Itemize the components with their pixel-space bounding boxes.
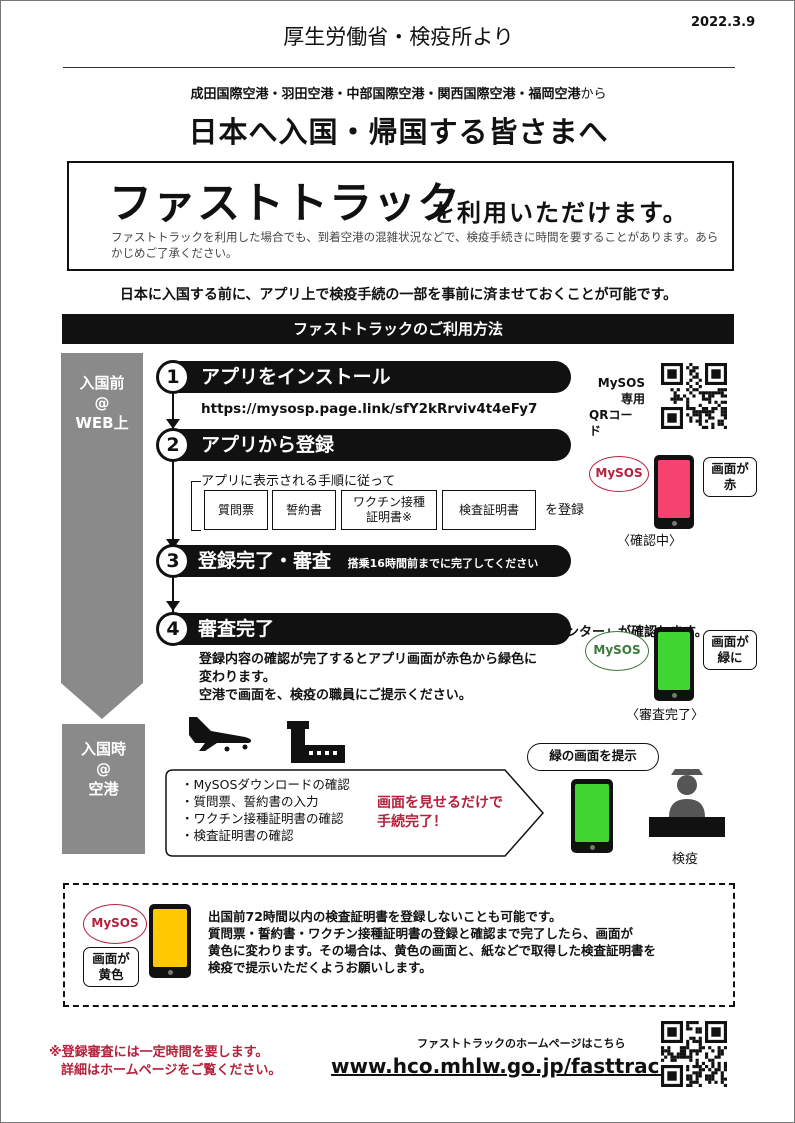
qr-label-2: 専用 bbox=[620, 392, 645, 406]
connector-2-3 bbox=[172, 459, 174, 551]
homepage-label: ファストトラックのホームページはこちら bbox=[417, 1037, 626, 1050]
phone-green-show-icon bbox=[571, 779, 613, 853]
qr-code-homepage[interactable] bbox=[661, 1021, 727, 1087]
phone-red-icon bbox=[654, 455, 694, 529]
footer-note-1: ※登録審査には一定時間を要します。 bbox=[49, 1045, 269, 1060]
step-3-bar: 登録完了・審査 搭乗16時間前までに完了してください bbox=[173, 545, 571, 577]
qr-label-3: QRコー bbox=[589, 408, 633, 422]
step-3-number: 3 bbox=[156, 544, 190, 578]
step-4-title: 審査完了 bbox=[173, 613, 571, 645]
optional-line-4: 検疫で提示いただくようお願いします。 bbox=[208, 960, 432, 975]
quarantine-officer-icon bbox=[649, 769, 725, 837]
header-divider bbox=[63, 67, 735, 68]
qr-label-4: ド bbox=[589, 424, 602, 438]
doc-vaccine-certificate: ワクチン接種 証明書※ bbox=[341, 490, 437, 530]
step-1-title: アプリをインストール bbox=[173, 361, 571, 393]
doc-test-certificate: 検査証明書 bbox=[442, 490, 536, 530]
done-line-1: 画面を見せるだけで bbox=[377, 795, 503, 811]
optional-line-2: 質問票・誓約書・ワクチン接種証明書の登録と確認まで完了したら、画面が bbox=[208, 926, 634, 941]
arrow-down-icon bbox=[166, 419, 180, 429]
date: 2022.3.9 bbox=[691, 15, 756, 30]
check-1: ・MySOSダウンロードの確認 bbox=[181, 777, 350, 792]
arrow-down-icon bbox=[166, 601, 180, 611]
airport-tower-icon bbox=[287, 721, 345, 763]
green-caption: 〈審査完了〉 bbox=[626, 708, 705, 723]
step-4-number: 4 bbox=[156, 612, 190, 646]
check-2: ・質問票、誓約書の入力 bbox=[181, 794, 319, 809]
yellow-screen-bubble: 画面が 黄色 bbox=[83, 947, 139, 987]
show-green-bubble: 緑の画面を提示 bbox=[527, 743, 659, 771]
green-bubble-line-1: 画面が bbox=[711, 634, 749, 649]
mysos-logo: MySOS bbox=[585, 631, 649, 671]
qr-code-app[interactable] bbox=[661, 363, 727, 429]
arrival-label-1: 入国時 bbox=[80, 740, 126, 758]
done-message: 画面を見せるだけで 手続完了！ bbox=[377, 794, 503, 832]
qr-label-1: MySOS bbox=[597, 376, 645, 390]
fasttrack-note: ファストトラックを利用した場合でも、到着空港の混雑状況などで、検疫手続きに時間を… bbox=[111, 230, 719, 260]
fasttrack-title: ファストトラック bbox=[109, 179, 461, 229]
optional-box bbox=[63, 883, 735, 1007]
red-screen-bubble: 画面が 赤 bbox=[703, 457, 757, 497]
docs-bracket bbox=[191, 481, 201, 531]
airports-suffix: から bbox=[580, 87, 607, 102]
arrival-checklist-box bbox=[165, 769, 545, 857]
connector-1-2 bbox=[172, 391, 174, 431]
qr-label: MySOS 専用 bbox=[591, 375, 645, 407]
doc-questionnaire: 質問票 bbox=[204, 490, 268, 530]
fasttrack-box bbox=[67, 161, 734, 271]
mysos-logo: MySOS bbox=[83, 904, 147, 944]
optional-text: 出国前72時間以内の検査証明書を登録しないことも可能です。 質問票・誓約書・ワク… bbox=[208, 908, 656, 976]
install-url[interactable]: https://mysosp.page.link/sfY2kRrviv4t4eF… bbox=[201, 401, 538, 417]
step-4-description: 登録内容の確認が完了するとアプリ画面が赤色から緑色に 変わります。 空港で画面を… bbox=[199, 651, 537, 705]
howto-title: ファストトラックのご利用方法 bbox=[62, 314, 734, 344]
yellow-bubble-line-1: 画面が bbox=[92, 951, 130, 966]
connector-3-4 bbox=[172, 577, 174, 615]
before-label-1: 入国前 bbox=[79, 374, 125, 392]
yellow-bubble-line-2: 黄色 bbox=[98, 967, 124, 982]
check-4: ・検査証明書の確認 bbox=[181, 828, 294, 843]
airplane-icon bbox=[189, 717, 252, 752]
before-label-2: @ bbox=[94, 394, 110, 412]
step-3-title: 登録完了・審査 bbox=[198, 550, 332, 572]
step-4-desc-1: 登録内容の確認が完了するとアプリ画面が赤色から緑色に bbox=[199, 652, 538, 667]
arrival-section-box bbox=[62, 724, 145, 854]
phone-yellow-icon bbox=[149, 904, 191, 978]
step-2-number: 2 bbox=[156, 428, 190, 462]
done-line-2: 手続完了！ bbox=[377, 814, 447, 830]
doc-pledge: 誓約書 bbox=[272, 490, 336, 530]
green-screen-bubble: 画面が 緑に bbox=[703, 630, 757, 670]
register-label: を登録 bbox=[545, 503, 585, 518]
optional-line-3: 黄色に変わります。その場合は、黄色の画面と、紙などで取得した検査証明書を bbox=[208, 943, 657, 958]
before-section-arrow bbox=[61, 353, 143, 719]
red-bubble-line-1: 画面が bbox=[711, 461, 749, 476]
phone-green-icon bbox=[654, 627, 694, 701]
summary: 日本に入国する前に、アプリ上で検疫手続の一部を事前に済ませておくことが可能です。 bbox=[119, 287, 678, 303]
footer-note: ※登録審査には一定時間を要します。 詳細はホームページをご覧ください。 bbox=[49, 1044, 281, 1080]
officer-label: 検疫 bbox=[672, 852, 699, 867]
airports: 成田国際空港・羽田空港・中部国際空港・関西国際空港・福岡空港 bbox=[190, 87, 581, 102]
header-title: 厚生労働省・検疫所より bbox=[283, 25, 514, 49]
arrival-checklist: ・MySOSダウンロードの確認 ・質問票、誓約書の入力 ・ワクチン接種証明書の確… bbox=[181, 776, 350, 844]
step-3-note: 搭乗16時間前までに完了してください bbox=[347, 557, 539, 570]
mysos-logo: MySOS bbox=[589, 456, 649, 492]
step-2-instruction: アプリに表示される手順に従って bbox=[201, 474, 396, 489]
step-1-number: 1 bbox=[156, 360, 190, 394]
step-4-desc-3: 空港で画面を、検疫の職員にご提示ください。 bbox=[199, 688, 472, 703]
main-title: 日本へ入国・帰国する皆さまへ bbox=[188, 115, 609, 149]
optional-line-1: 出国前72時間以内の検査証明書を登録しないことも可能です。 bbox=[208, 909, 562, 924]
step-4-desc-2: 変わります。 bbox=[199, 670, 276, 685]
before-label-3: WEB上 bbox=[75, 414, 129, 432]
step-2-title: アプリから登録 bbox=[173, 429, 571, 461]
red-caption: 〈確認中〉 bbox=[617, 534, 683, 549]
arrival-label-2: @ bbox=[96, 760, 111, 778]
footer-note-2: 詳細はホームページをご覧ください。 bbox=[61, 1063, 282, 1078]
airports-line: 成田国際空港・羽田空港・中部国際空港・関西国際空港・福岡空港から bbox=[1, 83, 795, 102]
red-bubble-line-2: 赤 bbox=[723, 477, 737, 492]
check-3: ・ワクチン接種証明書の確認 bbox=[181, 811, 344, 826]
green-bubble-line-2: 緑に bbox=[717, 650, 743, 665]
arrival-label-3: 空港 bbox=[88, 780, 119, 798]
fasttrack-title-suffix: を利用いただけます。 bbox=[431, 199, 689, 227]
homepage-link[interactable]: www.hco.mhlw.go.jp/fasttrack bbox=[331, 1054, 673, 1078]
